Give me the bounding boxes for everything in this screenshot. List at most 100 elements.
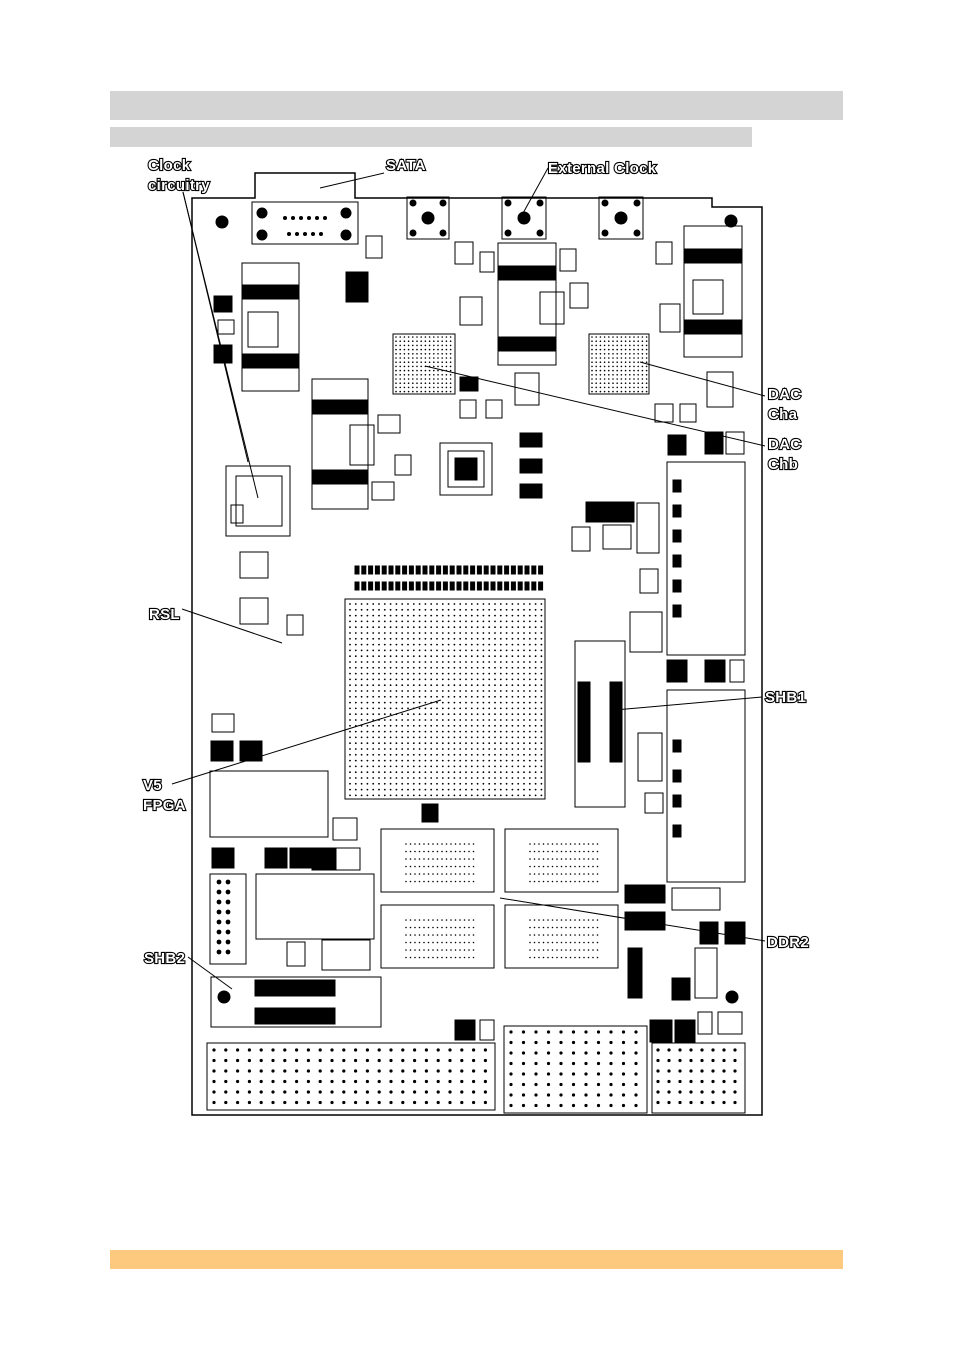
panel-pad [672,579,682,593]
smd-component [627,947,643,999]
smd-resistor [442,565,448,575]
smd-component [321,939,371,971]
smd-component [217,319,235,335]
smd-component [654,403,674,423]
smd-component [659,303,681,333]
sata-label: SATA [386,157,426,174]
smd-resistor [449,581,455,591]
smd-component [666,659,688,683]
smd-component [239,597,269,625]
smd-component [365,235,383,259]
smd-component [286,941,306,967]
v5-callout-line [171,699,442,785]
mounting-hole [217,990,231,1004]
smd-component [571,526,591,552]
dac-cha-chip [588,333,650,395]
dac-ball-grid [591,336,648,393]
panel-pad [672,769,682,783]
smd-component [704,431,724,455]
ddr2-label: DDR2 [767,934,809,951]
smd-component [264,847,288,869]
smd-resistor [374,581,380,591]
header-pins [216,879,231,955]
smd-component [479,251,495,273]
smd-component [289,847,313,869]
smd-component [706,371,734,408]
sata-callout-line [319,172,385,189]
board-outline [191,172,763,1116]
smd-resistor [470,565,476,575]
smd-component [286,614,304,636]
smd-component [519,432,543,448]
smd-component [454,1019,476,1041]
smd-component [679,403,697,423]
smd-resistor [490,581,496,591]
smd-resistor [483,565,489,575]
smd-component [211,713,235,733]
shb2-callout-line [187,956,233,990]
panel-pad [672,554,682,568]
smd-resistor [463,565,469,575]
smd-component [636,502,660,554]
rsl-label: RSL [149,606,180,623]
right-panel [666,461,746,656]
smd-component [345,271,369,303]
subheader-bar [110,127,752,147]
smd-resistor [374,565,380,575]
power-module [683,225,743,358]
smd-resistor [368,581,374,591]
dac-cha-label: Cha [768,406,798,423]
smd-resistor [388,565,394,575]
smd-component [311,847,337,871]
smd-resistor [436,565,442,575]
smd-component [394,454,412,476]
smd-component [539,291,565,325]
smd-resistor [538,565,544,575]
smd-resistor [497,565,503,575]
right-panel [666,689,746,883]
smd-resistor [504,581,510,591]
smd-component [479,1019,495,1041]
smd-resistor [476,565,482,575]
dac-chb-label: DAC [768,436,801,453]
shb1-connector [574,640,626,808]
smd-component [729,659,745,683]
clock-circuitry-label: circuitry [148,177,210,194]
smd-resistor [402,565,408,575]
smd-resistor [470,581,476,591]
dac-chb-label: Chb [768,456,798,473]
header-pins [212,1048,487,1105]
smd-component [454,241,474,265]
smd-component [519,458,543,474]
smd-resistor [368,565,374,575]
smd-resistor [395,581,401,591]
header-pins [509,1030,638,1108]
smd-component [377,414,401,434]
mounting-hole [725,990,739,1004]
smd-component [671,977,691,1001]
ddr2-balls [529,919,599,959]
header-bar [110,91,843,120]
dac-cha-label: DAC [768,386,801,403]
v5-fpga-label: FPGA [143,797,186,814]
smd-component [230,504,244,524]
shb2-label: SHB2 [144,950,185,967]
smd-resistor [456,565,462,575]
mounting-hole [215,215,229,229]
clock-chip [225,465,291,537]
pin-grids [212,336,737,1108]
smd-resistor [361,581,367,591]
smd-component [704,659,726,683]
smd-resistor [429,581,435,591]
smd-resistor [463,581,469,591]
ddr2-chip [380,828,619,969]
dac-chb-chip [392,333,456,395]
panel-pad [672,794,682,808]
smd-component [674,1019,696,1043]
smd-component [421,803,439,823]
module-block [209,770,329,838]
small-components [210,235,746,1043]
smd-resistor [517,565,523,575]
smd-component [569,282,589,309]
smd-component [239,551,269,579]
